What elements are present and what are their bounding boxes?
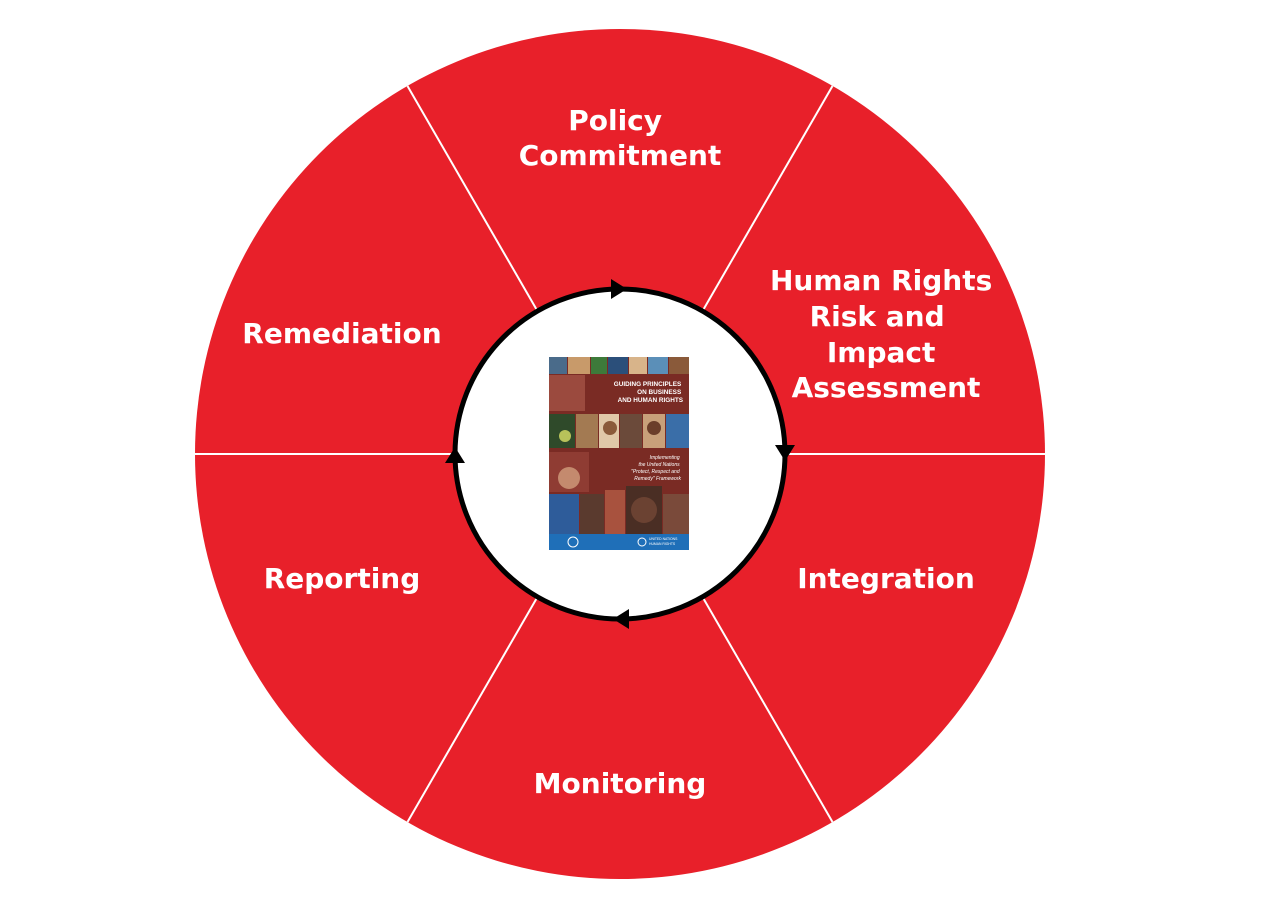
segment-label-line: Policy: [568, 104, 662, 137]
cover-publisher-line: UNITED NATIONS: [649, 537, 678, 541]
segment-label-line: Impact: [827, 336, 936, 369]
cover-photo-strip-top: [549, 357, 689, 374]
un-emblem-icon: [567, 536, 579, 548]
cover-subtitle-line: Remedy" Framework: [634, 476, 681, 482]
segment-label-policy: Policy Commitment: [519, 104, 722, 172]
cover-photo-left: [549, 375, 585, 411]
triangle-arrow-icon: [613, 609, 629, 629]
segment-label-monitoring: Monitoring: [534, 767, 707, 800]
segment-label-remediation: Remediation: [242, 317, 441, 350]
segment-label-reporting: Reporting: [264, 562, 421, 595]
cover-subtitle-line: the United Nations: [638, 462, 680, 468]
segment-label-line: Human Rights: [770, 264, 992, 297]
cover-photo-lower: [549, 452, 689, 534]
cover-title-line: GUIDING PRINCIPLES: [614, 381, 682, 388]
cover-subtitle-line: "Protect, Respect and: [631, 469, 680, 475]
cover-subtitle-line: Implementing: [650, 455, 680, 461]
segment-label-line: Assessment: [792, 371, 981, 404]
triangle-arrow-icon: [775, 445, 795, 461]
cover-title: GUIDING PRINCIPLES ON BUSINESS AND HUMAN…: [614, 381, 684, 404]
report-cover-image: GUIDING PRINCIPLES ON BUSINESS AND HUMAN…: [549, 357, 689, 550]
triangle-arrow-icon: [445, 447, 465, 463]
cover-photo-mosaic: [549, 414, 689, 448]
cover-publisher-line: HUMAN RIGHTS: [649, 542, 676, 546]
wheel-dividers: [195, 85, 1045, 823]
cover-bottom-band: [549, 534, 689, 550]
segment-label-line: Risk and: [810, 300, 945, 333]
un-emblem-icon: [637, 537, 647, 547]
segment-label-integration: Integration: [797, 562, 975, 595]
cover-title-line: AND HUMAN RIGHTS: [618, 397, 684, 404]
segment-label-line: Commitment: [519, 139, 722, 172]
cover-subtitle: Implementing the United Nations "Protect…: [631, 455, 681, 482]
cover-publisher: UNITED NATIONS HUMAN RIGHTS: [649, 537, 678, 546]
triangle-arrow-icon: [611, 279, 627, 299]
segment-label-assessment: Human Rights Risk and Impact Assessment: [770, 264, 1002, 404]
cycle-arrows: [445, 279, 795, 629]
cover-title-line: ON BUSINESS: [637, 389, 682, 396]
